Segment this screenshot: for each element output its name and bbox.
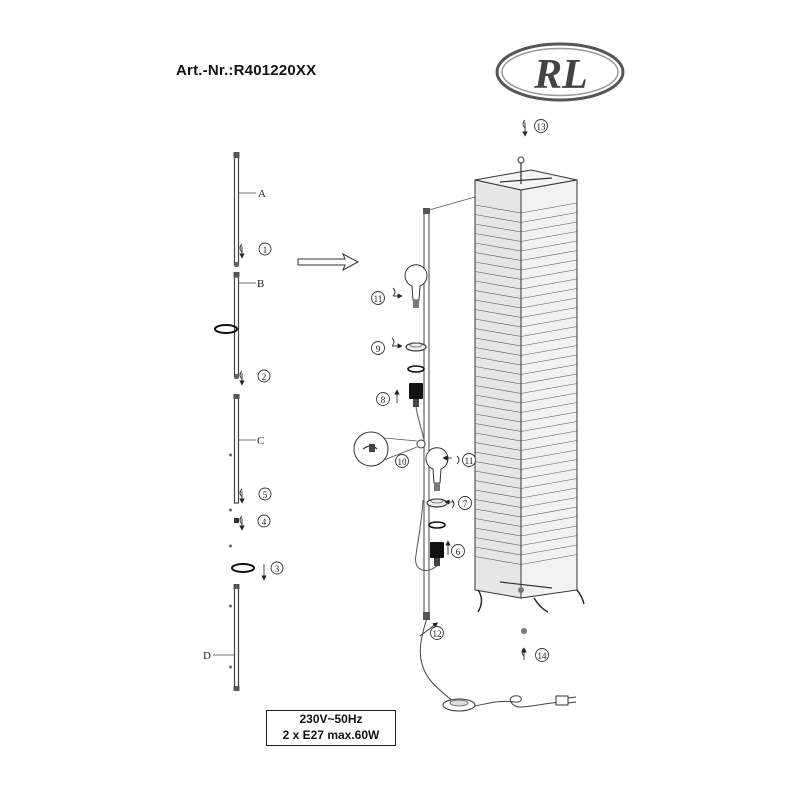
step-11a-label: 11	[374, 294, 383, 304]
spec-box: 230V~50Hz 2 x E27 max.60W	[266, 710, 396, 746]
cable-clip-detail	[353, 431, 426, 467]
step-7-label: 7	[463, 499, 468, 509]
left-step-badges: 1 2 5 4 3	[257, 242, 284, 575]
right-step-badges: 13 11 9 8 10 11 7 6 12 14	[371, 119, 549, 662]
right-step-arrows	[391, 119, 528, 660]
step-10-label: 10	[398, 457, 408, 467]
step-11b-label: 11	[465, 456, 474, 466]
label-b: B	[257, 278, 264, 290]
logo-text: RL	[533, 52, 588, 98]
step-9-label: 9	[376, 344, 381, 354]
label-leaders	[213, 192, 256, 656]
step-4-label: 4	[262, 517, 267, 527]
step-5-label: 5	[263, 490, 268, 500]
step-12-label: 12	[433, 629, 442, 639]
step-3-label: 3	[275, 564, 280, 574]
label-d: D	[203, 650, 211, 662]
assembled-pole	[423, 196, 476, 620]
bulb-spec: 2 x E27 max.60W	[282, 728, 380, 742]
left-step-arrows	[239, 243, 267, 581]
step-2-label: 2	[262, 372, 267, 382]
article-number: Art.-Nr.:R401220XX	[176, 62, 317, 79]
step-1-label: 1	[263, 245, 268, 255]
power-cord	[419, 617, 577, 712]
label-c: C	[257, 435, 264, 447]
pole-segments	[214, 152, 255, 691]
lower-socket	[415, 447, 449, 571]
step-6-label: 6	[456, 547, 461, 557]
step-13-label: 13	[537, 122, 547, 132]
label-a: A	[258, 188, 266, 200]
step-14-label: 14	[538, 651, 548, 661]
assembly-direction-arrow	[297, 252, 360, 272]
step-8-label: 8	[381, 395, 386, 405]
rl-logo: RL	[495, 42, 625, 102]
upper-socket	[404, 264, 428, 441]
paper-shade	[474, 156, 585, 634]
voltage-spec: 230V~50Hz	[299, 712, 363, 726]
